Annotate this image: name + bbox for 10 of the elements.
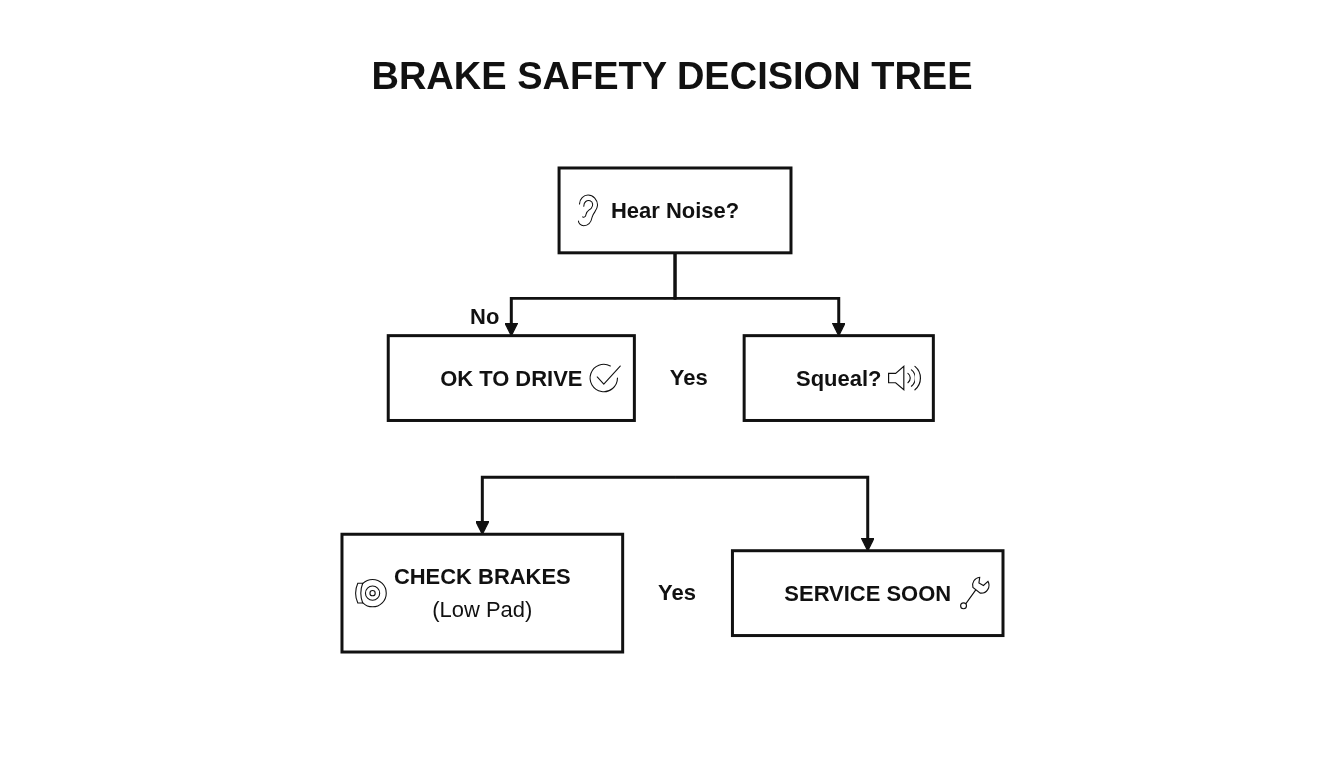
arrow [474,475,675,535]
node-box: CHECK BRAKES (Low Pad) [340,532,624,654]
node-box: SERVICE SOON [730,549,1004,638]
diagram-title: BRAKE SAFETY DECISION TREE [371,55,973,99]
node-box: Hear Noise? [557,166,792,255]
branch-label: Yes [669,365,708,391]
edge-label: No [469,304,499,330]
node-box: OK TO DRIVE [386,334,636,422]
node-box: Squeal? [742,334,935,422]
branch-label: Yes [658,581,696,606]
